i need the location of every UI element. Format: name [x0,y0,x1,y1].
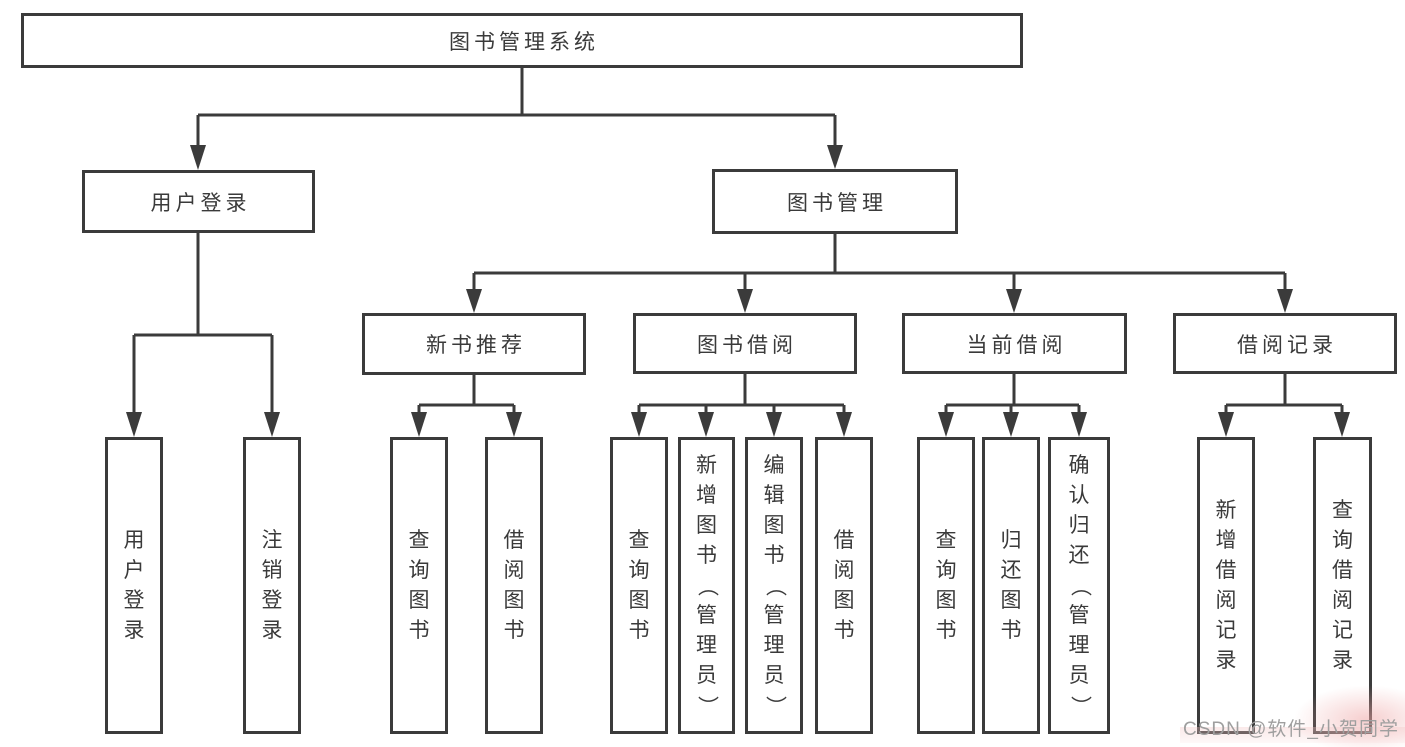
leaf-current-confirm-return-admin-label: 确认归还（管理员） [1068,453,1091,717]
node-book-borrow: 图书借阅 [633,313,857,374]
connector-book-borrow-to-leaves [631,374,852,437]
watermark: CSDN @软件_小贺同学 [1183,719,1399,740]
connector-book-management-to-level3 [466,234,1293,313]
node-root-label: 图书管理系统 [449,30,599,54]
leaf-borrow-borrow-books-label: 借阅图书 [833,528,855,642]
node-book-management: 图书管理 [712,169,958,234]
node-current-borrow: 当前借阅 [902,313,1127,374]
node-new-book-recommend-label: 新书推荐 [426,334,526,357]
leaf-logout: 注销登录 [243,437,301,734]
node-borrow-record: 借阅记录 [1173,313,1397,374]
connector-borrow-record-to-leaves [1218,374,1350,437]
connector-root-to-level2 [190,68,843,170]
leaf-borrow-query-books: 查询图书 [610,437,668,734]
leaf-newrec-borrow-books-label: 借阅图书 [503,528,525,642]
node-current-borrow-label: 当前借阅 [966,333,1067,357]
node-book-borrow-label: 图书借阅 [697,333,797,357]
leaf-newrec-query-books: 查询图书 [390,437,448,734]
node-user-login: 用户登录 [82,170,315,233]
leaf-logout-label: 注销登录 [261,528,283,642]
leaf-borrow-borrow-books: 借阅图书 [815,437,873,734]
leaf-records-add-record-label: 新增借阅记录 [1215,498,1237,672]
leaf-records-query-record-label: 查询借阅记录 [1332,498,1353,672]
leaf-borrow-edit-books-admin: 编辑图书（管理员） [745,437,803,734]
leaf-records-add-record: 新增借阅记录 [1197,437,1255,734]
node-book-management-label: 图书管理 [787,191,887,215]
leaf-borrow-edit-books-admin-label: 编辑图书（管理员） [763,453,786,717]
leaf-user-login-label: 用户登录 [123,528,145,642]
connector-user-login-to-leaves [126,233,280,437]
node-user-login-label: 用户登录 [150,191,251,215]
leaf-user-login: 用户登录 [105,437,163,734]
leaf-newrec-query-books-label: 查询图书 [408,528,430,642]
leaf-current-query-books: 查询图书 [917,437,975,734]
leaf-newrec-borrow-books: 借阅图书 [485,437,543,734]
leaf-current-return-books: 归还图书 [982,437,1040,734]
node-root: 图书管理系统 [21,13,1023,68]
leaf-current-confirm-return-admin: 确认归还（管理员） [1048,437,1110,734]
node-borrow-record-label: 借阅记录 [1237,333,1337,357]
leaf-current-query-books-label: 查询图书 [935,528,957,642]
leaf-records-query-record: 查询借阅记录 [1313,437,1372,734]
leaf-borrow-query-books-label: 查询图书 [628,528,650,642]
leaf-borrow-add-books-admin: 新增图书（管理员） [678,437,735,734]
node-new-book-recommend: 新书推荐 [362,313,586,375]
leaf-current-return-books-label: 归还图书 [1000,528,1022,642]
connector-current-borrow-to-leaves [938,374,1087,437]
leaf-borrow-add-books-admin-label: 新增图书（管理员） [695,453,719,717]
connector-new-book-recommend-to-leaves [411,375,522,437]
